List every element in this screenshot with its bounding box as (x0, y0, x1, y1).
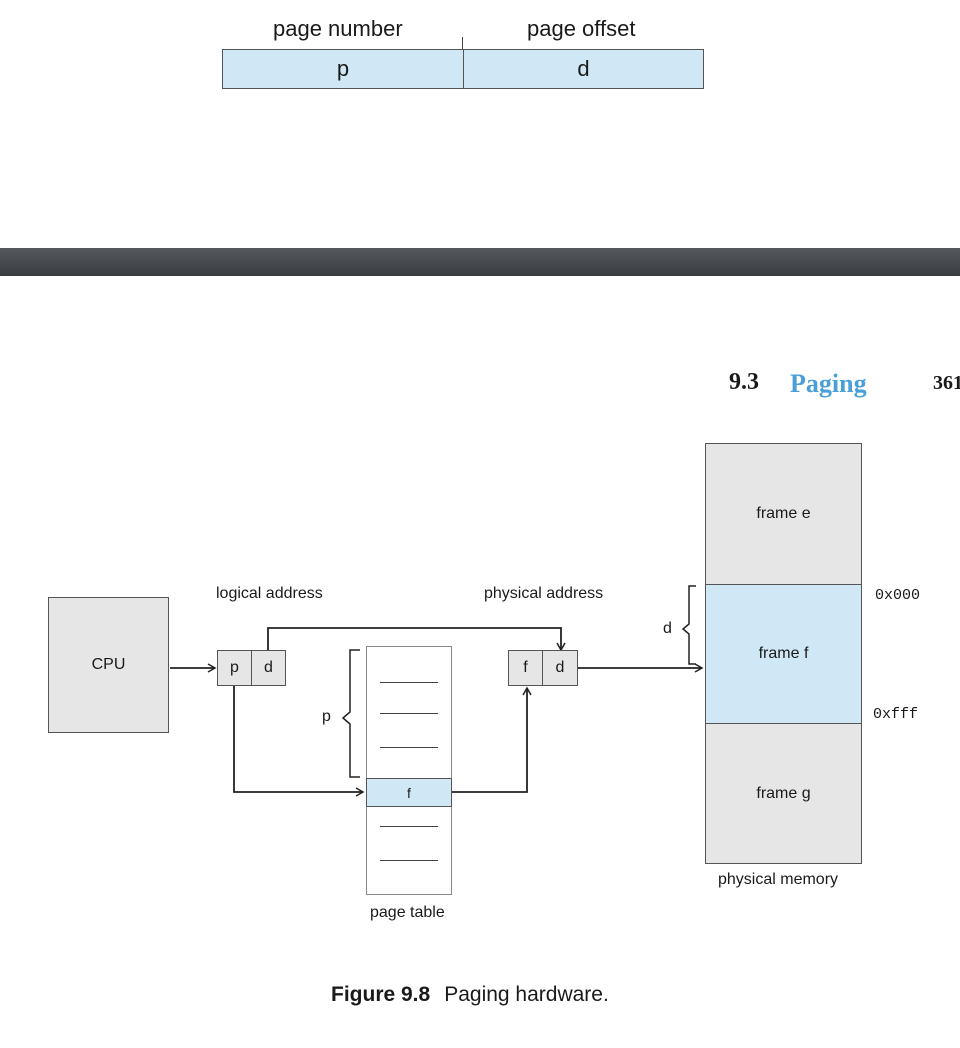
frame-number-arrow (452, 686, 532, 793)
logical-address-label: logical address (216, 585, 323, 602)
d-cell-text: d (577, 56, 590, 81)
physical-address-label: physical address (484, 585, 604, 602)
logical-p-cell: p (217, 650, 252, 686)
logical-d-cell: d (251, 650, 286, 686)
offset-d-arrow (267, 627, 566, 652)
page-table-row-line (380, 713, 438, 714)
page-offset-cell: d (463, 49, 704, 89)
p-brace (341, 649, 360, 778)
frame-e-label: frame e (756, 505, 811, 522)
page-number-cell: p (222, 49, 464, 89)
header-divider-tick (462, 37, 463, 49)
page-offset-label: page offset (527, 16, 636, 41)
section-number: 9.3 (729, 369, 759, 395)
page-table-entry-f: f (366, 778, 452, 807)
page-table-entry-text: f (407, 784, 411, 801)
figure-text: Paging hardware. (444, 983, 609, 1006)
p-brace-label: p (322, 708, 331, 725)
section-title: Paging (790, 369, 867, 398)
d-brace (681, 585, 696, 665)
page-number-lookup-arrow (233, 686, 365, 797)
frame-e: frame e (705, 443, 862, 585)
physical-d-text: d (555, 659, 565, 676)
address-end-label: 0xfff (873, 706, 919, 723)
page-table-row-line (380, 747, 438, 748)
physical-f-text: f (523, 659, 528, 676)
physical-d-cell: d (542, 650, 578, 686)
figure-caption: Figure 9.8 Paging hardware. (331, 983, 609, 1007)
page-table-row-line (380, 826, 438, 827)
d-brace-label: d (663, 620, 672, 637)
page-table (366, 646, 452, 895)
page-divider-bar (0, 248, 960, 276)
page-table-label: page table (370, 904, 445, 921)
frame-g: frame g (705, 723, 862, 864)
cpu-box: CPU (48, 597, 169, 733)
page-number: 361 (933, 372, 960, 394)
p-cell-text: p (336, 56, 350, 81)
figure-number: Figure 9.8 (331, 983, 431, 1006)
physical-memory-label: physical memory (718, 871, 839, 888)
page-table-row-line (380, 682, 438, 683)
frame-g-label: frame g (756, 784, 811, 802)
logical-d-text: d (264, 659, 273, 676)
page-table-row-line (380, 860, 438, 861)
logical-p-text: p (230, 659, 239, 676)
cpu-label: CPU (91, 656, 126, 673)
frame-f-label: frame f (758, 645, 809, 662)
address-start-label: 0x000 (875, 587, 921, 604)
frame-f: frame f (705, 584, 862, 724)
physical-f-cell: f (508, 650, 543, 686)
page-number-label: page number (273, 16, 403, 41)
